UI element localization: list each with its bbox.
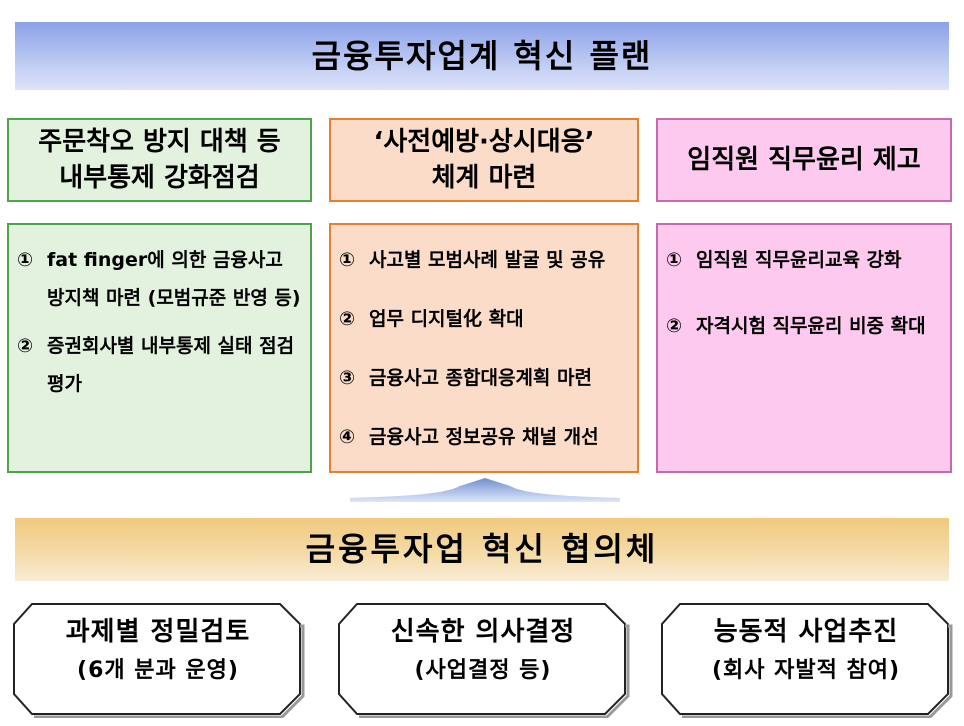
feature-subtitle: (사업결정 등) — [414, 658, 552, 683]
item-text: fat finger에 의한 금융사고 방지책 마련 (모범규준 반영 등) — [47, 249, 301, 309]
item-text: 사고별 모범사례 발굴 및 공유 — [369, 249, 606, 271]
list-item: ② 자격시험 직무윤리 비중 확대 — [666, 307, 942, 345]
list-item: ③ 금융사고 종합대응계획 마련 — [339, 359, 629, 398]
list-item: ① fat finger에 의한 금융사고 방지책 마련 (모범규준 반영 등) — [17, 241, 302, 317]
item-text: 증권회사별 내부통제 실태 점검평가 — [47, 335, 295, 395]
item-text: 금융사고 종합대응계획 마련 — [369, 367, 592, 389]
feature-title: 신속한 의사결정 — [390, 617, 576, 647]
list-prevention-system: ① 사고별 모범사례 발굴 및 공유 ② 업무 디지털化 확대 ③ 금융사고 종합대응… — [329, 223, 639, 473]
item-number: ① — [339, 249, 356, 271]
octagon-frame — [338, 603, 630, 718]
council-banner: 금융투자업 혁신 협의체 — [15, 518, 949, 581]
item-number: ① — [666, 249, 683, 271]
feature-subtitle: (6개 분과 운영) — [77, 658, 239, 683]
heading-line: 임직원 직무윤리 제고 — [687, 145, 921, 175]
item-number: ④ — [339, 426, 356, 448]
feature-title: 과제별 정밀검토 — [65, 617, 251, 647]
heading-line: ‘사전예방·상시대응’ — [373, 127, 595, 157]
council-title: 금융투자업 혁신 협의체 — [305, 530, 659, 568]
feature-subtitle: (회사 자발적 참여) — [711, 658, 901, 683]
heading-ethics: 임직원 직무윤리 제고 — [656, 118, 952, 202]
item-number: ③ — [339, 367, 356, 389]
item-text: 업무 디지털化 확대 — [369, 308, 524, 330]
list-item: ① 사고별 모범사례 발굴 및 공유 — [339, 241, 629, 280]
item-number: ② — [17, 335, 34, 357]
list-item: ② 증권회사별 내부통제 실태 점검평가 — [17, 327, 302, 403]
list-ethics: ① 임직원 직무윤리교육 강화 ② 자격시험 직무윤리 비중 확대 — [656, 223, 952, 473]
item-number: ② — [666, 315, 683, 337]
heading-prevention-system: ‘사전예방·상시대응’ 체계 마련 — [329, 118, 639, 202]
heading-line: 내부통제 강화점검 — [59, 163, 260, 193]
plan-title: 금융투자업계 혁신 플랜 — [311, 37, 653, 75]
list-item: ② 업무 디지털化 확대 — [339, 300, 629, 339]
octagon-frame — [661, 603, 953, 718]
heading-internal-control: 주문착오 방지 대책 등 내부통제 강화점검 — [7, 118, 312, 202]
plan-title-banner: 금융투자업계 혁신 플랜 — [15, 22, 949, 90]
feature-title: 능동적 사업추진 — [713, 617, 899, 647]
feature-detailed-review: 과제별 정밀검토 (6개 분과 운영) — [10, 600, 306, 718]
feature-quick-decision: 신속한 의사결정 (사업결정 등) — [335, 600, 631, 718]
list-item: ④ 금융사고 정보공유 채널 개선 — [339, 418, 629, 457]
list-item: ① 임직원 직무윤리교육 강화 — [666, 241, 942, 279]
item-number: ② — [339, 308, 356, 330]
item-number: ① — [17, 249, 34, 271]
heading-line: 주문착오 방지 대책 등 — [38, 127, 281, 157]
up-arrow-icon — [350, 474, 620, 504]
item-text: 자격시험 직무윤리 비중 확대 — [696, 315, 926, 337]
feature-active-business: 능동적 사업추진 (회사 자발적 참여) — [658, 600, 954, 718]
item-text: 임직원 직무윤리교육 강화 — [696, 249, 902, 271]
octagon-frame — [13, 603, 305, 718]
heading-line: 체계 마련 — [431, 163, 537, 193]
item-text: 금융사고 정보공유 채널 개선 — [369, 426, 599, 448]
